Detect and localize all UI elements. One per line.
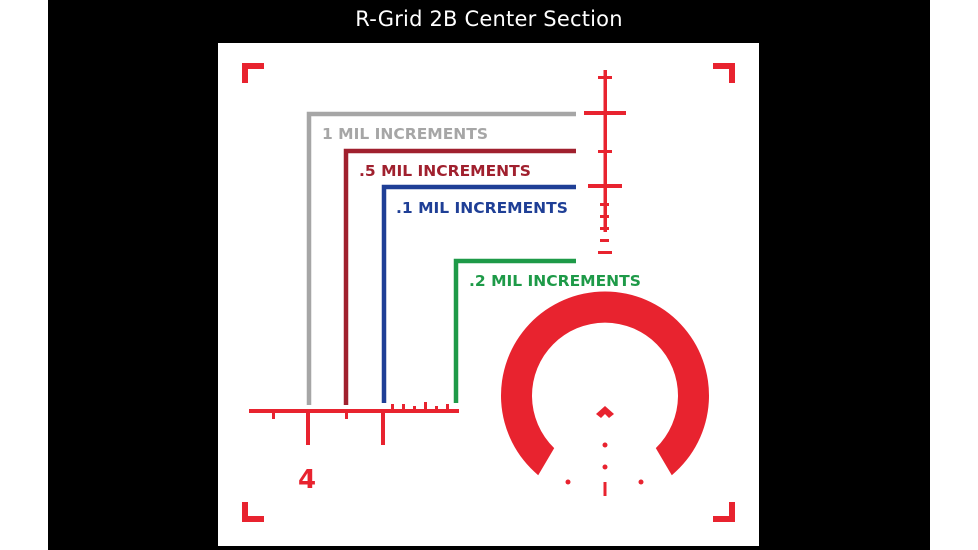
- two-tenth-mil-callout-line: [453, 258, 576, 403]
- horizontal-mil-tick: [381, 409, 385, 445]
- center-dot: [602, 442, 608, 448]
- center-dot: [602, 464, 608, 470]
- horizontal-tick: [446, 404, 449, 413]
- callout-lines: [306, 111, 576, 405]
- side-dot: [565, 479, 571, 485]
- vertical-mil-tick: [584, 111, 626, 115]
- reticle-diagram: 4 1 MIL INCREMENTS .5 MIL INCREMENTS .1 …: [242, 63, 735, 522]
- tenth-mil-label: .1 MIL INCREMENTS: [396, 199, 568, 217]
- corner-brackets: [242, 63, 735, 522]
- half-mil-callout-line: [343, 148, 576, 405]
- horizontal-mil-tick: [306, 409, 310, 445]
- horizontal-stadia: [249, 402, 459, 445]
- vertical-stadia: [584, 70, 626, 254]
- vertical-tick: [600, 227, 609, 230]
- horizontal-tick: [402, 404, 405, 413]
- reticle-panel: 4 1 MIL INCREMENTS .5 MIL INCREMENTS .1 …: [218, 43, 759, 546]
- page-title: R-Grid 2B Center Section: [355, 7, 623, 31]
- horizontal-tick: [413, 406, 416, 413]
- corner-bracket-icon: [242, 502, 264, 522]
- corner-bracket-icon: [713, 63, 735, 83]
- vertical-mil-tick: [588, 184, 622, 188]
- vertical-tick: [598, 251, 612, 254]
- lower-post: [603, 482, 607, 496]
- one-mil-callout-line: [306, 111, 576, 405]
- vertical-tick: [598, 150, 612, 153]
- one-mil-label: 1 MIL INCREMENTS: [322, 125, 488, 143]
- horizontal-tick: [345, 409, 348, 419]
- horseshoe-reticle-icon: [501, 291, 709, 476]
- vertical-tick: [598, 76, 612, 79]
- holdover-number: 4: [298, 465, 316, 495]
- horizontal-tick: [391, 404, 394, 413]
- vertical-tick: [600, 239, 609, 242]
- two-tenth-mil-label: .2 MIL INCREMENTS: [469, 272, 641, 290]
- horizontal-stadia-line: [249, 409, 459, 413]
- vertical-tick: [600, 203, 609, 206]
- horizontal-tick: [435, 406, 438, 413]
- corner-bracket-icon: [713, 502, 735, 522]
- horizontal-tick: [272, 409, 275, 419]
- side-dot: [638, 479, 644, 485]
- corner-bracket-icon: [242, 63, 264, 83]
- horizontal-tick: [424, 402, 427, 413]
- center-chevron-icon: [596, 406, 614, 418]
- tenth-mil-callout-line: [381, 184, 576, 403]
- half-mil-label: .5 MIL INCREMENTS: [359, 162, 531, 180]
- center-aiming-point: [565, 406, 644, 496]
- vertical-tick: [600, 215, 609, 218]
